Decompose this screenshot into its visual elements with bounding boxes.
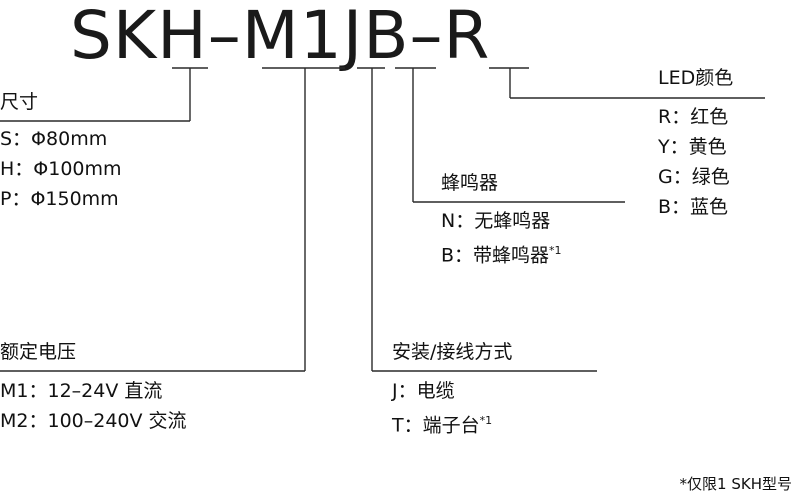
footnote: *仅限1 SKH型号 [679,475,792,493]
footnote-mark: *1 [479,414,493,427]
voltage-option-m2: M2：100–240V 交流 [0,410,187,432]
led-option-g: G：绿色 [658,166,730,188]
led-option-y: Y：黄色 [658,136,727,158]
connection-option-j: J：电缆 [392,380,455,402]
led-title: LED颜色 [658,67,734,89]
led-option-r: R：红色 [658,106,729,128]
led-options: R：红色 Y：黄色 G：绿色 B：蓝色 [658,102,730,222]
size-title: 尺寸 [0,91,39,113]
voltage-title: 额定电压 [0,341,77,363]
led-option-b: B：蓝色 [658,196,729,218]
buzzer-option-n: N：无蜂鸣器 [441,210,551,232]
buzzer-options: N：无蜂鸣器 B：带蜂鸣器*1 [441,206,562,270]
size-options: S：Φ80mm H：Φ100mm P：Φ150mm [0,124,122,214]
connection-options: J：电缆 T：端子台*1 [392,376,492,440]
voltage-option-m1: M1：12–24V 直流 [0,380,163,402]
voltage-options: M1：12–24V 直流 M2：100–240V 交流 [0,376,187,436]
buzzer-option-b: B：带蜂鸣器*1 [441,236,562,270]
size-option-h: H：Φ100mm [0,158,122,180]
connection-option-t-label: T：端子台 [392,414,480,437]
footnote-mark: *1 [549,244,562,257]
model-code: SKH–M1JB–R [70,0,491,74]
connection-title: 安装/接线方式 [392,341,513,363]
connection-option-t: T：端子台*1 [392,406,492,440]
buzzer-option-b-label: B：带蜂鸣器 [441,244,550,267]
size-option-p: P：Φ150mm [0,188,119,210]
size-option-s: S：Φ80mm [0,128,108,150]
buzzer-title: 蜂鸣器 [441,172,499,194]
